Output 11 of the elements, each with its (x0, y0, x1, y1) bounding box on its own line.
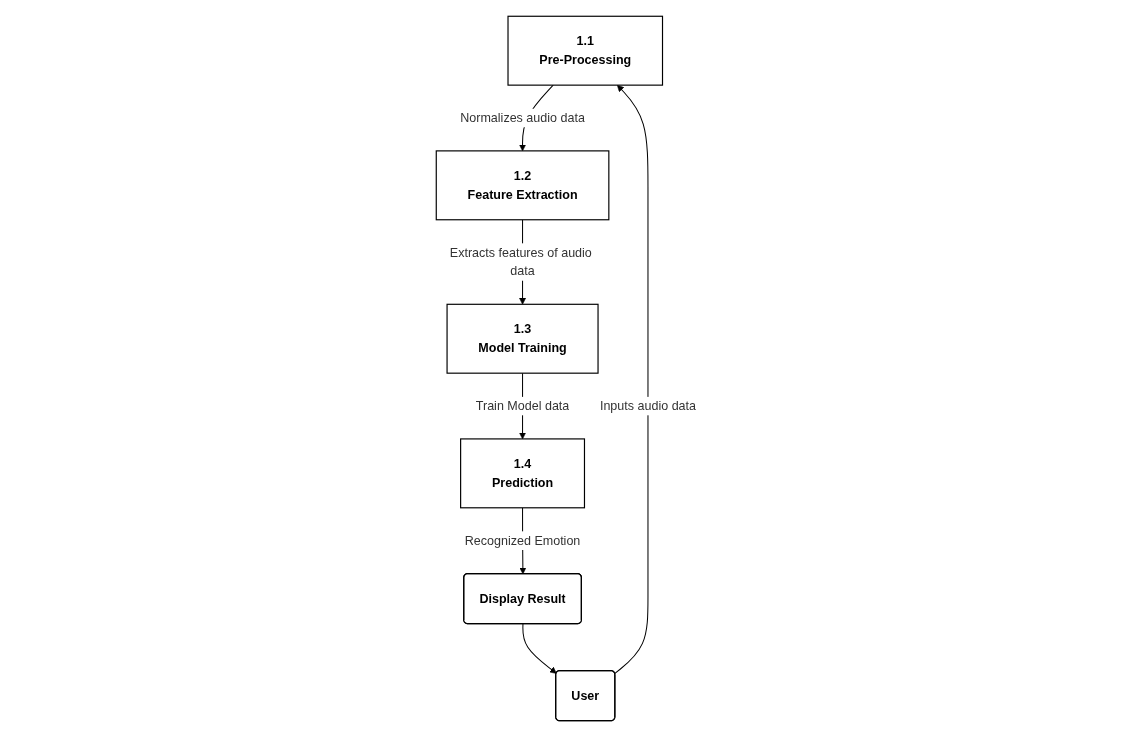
node-box: 1.3 Model Training (446, 303, 599, 374)
arrow (522, 623, 558, 674)
node-box: 1.1 Pre-Processing (507, 15, 664, 86)
edge-label: Train Model data (476, 399, 570, 413)
edge-label: Recognized Emotion (465, 533, 581, 547)
node-box: 1.4 Prediction (460, 438, 586, 509)
edge-label: Inputs audio data (600, 399, 697, 413)
arrow (614, 84, 649, 674)
node-box: 1.2 Feature Extraction (436, 150, 610, 221)
edge-label: Extracts features of audio data (450, 245, 593, 278)
edge-label: Normalizes audio data (460, 110, 586, 125)
